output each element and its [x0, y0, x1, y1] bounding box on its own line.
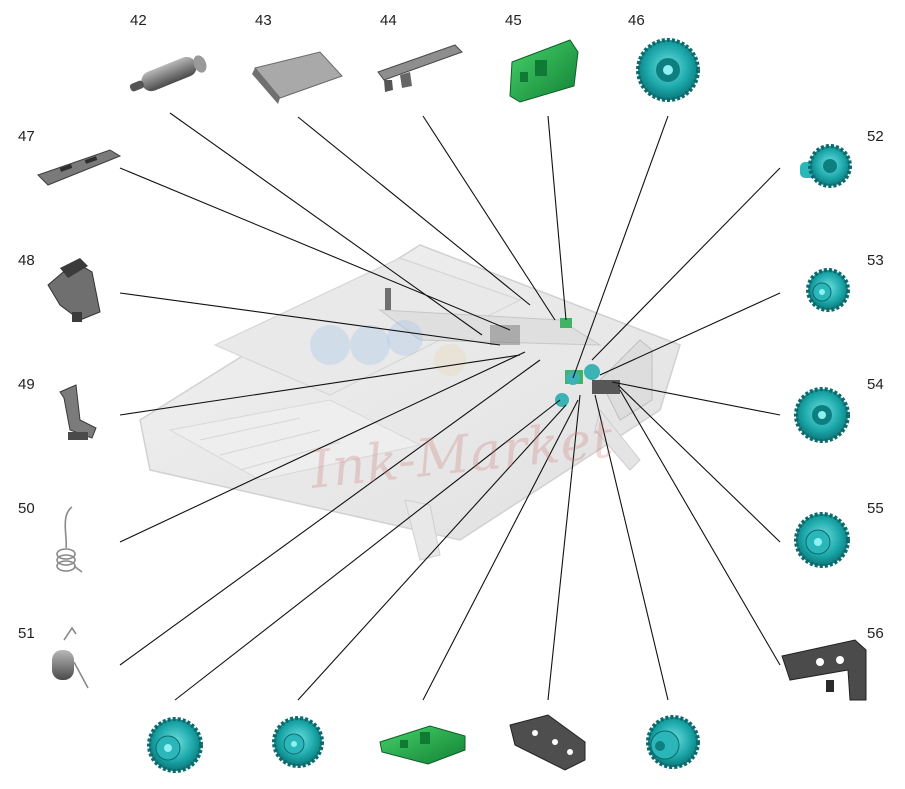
part-bottom-gear-3-icon — [646, 715, 700, 769]
part-53-gear-icon — [806, 268, 850, 312]
part-bottom-gear-1-icon — [147, 717, 203, 773]
part-49-lever-icon — [59, 384, 97, 440]
callout-44: 44 — [380, 12, 397, 29]
callout-43: 43 — [255, 12, 272, 29]
part-51-torsion-spring-icon — [52, 626, 89, 689]
callout-52: 52 — [867, 128, 884, 145]
callout-47: 47 — [18, 128, 35, 145]
leader-lines — [119, 112, 781, 701]
callout-50: 50 — [18, 500, 35, 517]
adf-assembly — [139, 244, 681, 561]
callout-54: 54 — [867, 376, 884, 393]
callout-56: 56 — [867, 625, 884, 642]
part-45-pcb-bracket-icon — [509, 39, 579, 103]
part-54-gear-icon — [794, 387, 850, 443]
part-44-bracket-icon — [377, 44, 463, 92]
callout-55: 55 — [867, 500, 884, 517]
callout-53: 53 — [867, 252, 884, 269]
part-bottom-pcb-bracket-icon — [379, 725, 466, 765]
callout-42: 42 — [130, 12, 147, 29]
part-bottom-gear-2-icon — [272, 716, 324, 768]
callout-45: 45 — [505, 12, 522, 29]
part-47-plate-icon — [37, 149, 122, 186]
part-bottom-frame-icon — [509, 714, 586, 771]
callout-49: 49 — [18, 376, 35, 393]
part-52-gear-icon — [800, 144, 852, 188]
callout-48: 48 — [18, 252, 35, 269]
part-43-cover-plate-icon — [252, 51, 343, 104]
callout-51: 51 — [18, 625, 35, 642]
part-50-spring-icon — [56, 506, 83, 573]
part-48-separation-pad-icon — [47, 258, 101, 322]
part-46-gear-icon — [636, 38, 700, 102]
callout-46: 46 — [628, 12, 645, 29]
part-56-frame-bracket-icon — [781, 639, 867, 701]
part-42-roller-icon — [129, 55, 207, 92]
part-55-gear-icon — [794, 512, 850, 568]
